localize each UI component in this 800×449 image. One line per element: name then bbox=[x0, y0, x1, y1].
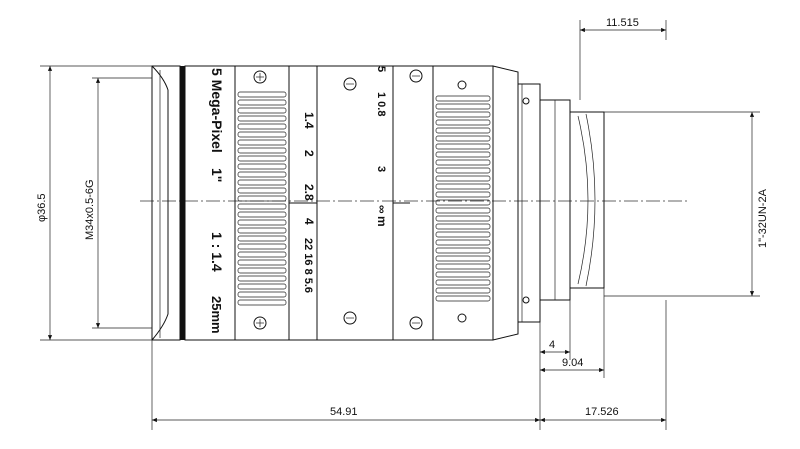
grip-ridge bbox=[237, 139, 287, 146]
grip-ridge bbox=[435, 103, 491, 110]
dim-outer-diameter: φ36.5 bbox=[36, 193, 48, 222]
grip-ridge bbox=[237, 115, 287, 122]
grip-ridge bbox=[435, 95, 491, 102]
grip-ridge bbox=[435, 143, 491, 150]
grip-ridge bbox=[237, 187, 287, 194]
grip-ridge bbox=[237, 219, 287, 226]
grip-ridge bbox=[435, 279, 491, 286]
dim-flange-length: 17.526 bbox=[585, 406, 619, 418]
screw-icons bbox=[253, 69, 530, 330]
dim-overall-length: 54.91 bbox=[330, 406, 358, 418]
dim-rear-short: 4 bbox=[549, 339, 555, 351]
lens-markings: 5 Mega-Pixel 1" 1 : 1.4 25mm 1.4 2 2.8 4… bbox=[209, 66, 389, 334]
focus-0-8: 1 0.8 bbox=[375, 92, 387, 116]
grip-ridge bbox=[435, 199, 491, 206]
grip-ridge bbox=[237, 227, 287, 234]
grip-ridge bbox=[237, 203, 287, 210]
grip-ridge bbox=[435, 127, 491, 134]
grip-ridge bbox=[435, 295, 491, 302]
fstop-2: 2 bbox=[302, 150, 316, 157]
grip-ridge bbox=[435, 175, 491, 182]
grip-ridge bbox=[237, 147, 287, 154]
grip-ridge bbox=[237, 99, 287, 106]
grip-ridge bbox=[237, 283, 287, 290]
grip-ridge bbox=[237, 259, 287, 266]
marking-aperture: 1 : 1.4 bbox=[209, 232, 225, 272]
grip-ridge bbox=[435, 207, 491, 214]
grip-ridge bbox=[237, 299, 287, 306]
grip-ridge bbox=[435, 223, 491, 230]
grip-ridge bbox=[435, 167, 491, 174]
grip-ridge bbox=[435, 151, 491, 158]
grip-ridge bbox=[435, 271, 491, 278]
grip-ridge bbox=[435, 263, 491, 270]
grip-ridge bbox=[237, 243, 287, 250]
grip-ridge bbox=[237, 291, 287, 298]
dimension-lines: φ36.5 M34x0.5-6G 11.515 1"-32UN-2A 4 9.0… bbox=[36, 17, 769, 430]
grip-ridge bbox=[435, 255, 491, 262]
grip-ridge bbox=[435, 135, 491, 142]
grip-ridges-front bbox=[237, 91, 287, 306]
grip-ridge bbox=[435, 239, 491, 246]
lens-body bbox=[151, 65, 605, 341]
grip-ridge bbox=[435, 215, 491, 222]
grip-ridge bbox=[435, 287, 491, 294]
grip-ridge bbox=[237, 267, 287, 274]
dim-top-right: 11.515 bbox=[606, 17, 639, 29]
grip-ridge bbox=[237, 107, 287, 114]
dim-rear-long: 9.04 bbox=[562, 357, 583, 369]
grip-ridge bbox=[435, 159, 491, 166]
grip-ridge bbox=[237, 155, 287, 162]
dim-rear-thread: 1"-32UN-2A bbox=[757, 188, 769, 248]
grip-ridge bbox=[237, 179, 287, 186]
grip-ridge bbox=[435, 247, 491, 254]
dim-mount-thread: M34x0.5-6G bbox=[84, 179, 96, 240]
fstop-4: 4 bbox=[302, 218, 316, 225]
grip-ridge bbox=[237, 235, 287, 242]
focus-infinity: ∞ bbox=[375, 205, 389, 214]
grip-ridge bbox=[237, 211, 287, 218]
fstop-1-4: 1.4 bbox=[302, 112, 316, 129]
grip-ridge bbox=[237, 163, 287, 170]
grip-ridge bbox=[237, 251, 287, 258]
grip-ridge bbox=[435, 191, 491, 198]
grip-ridge bbox=[435, 111, 491, 118]
grip-ridge bbox=[237, 123, 287, 130]
grip-ridge bbox=[237, 91, 287, 98]
grip-ridge bbox=[435, 119, 491, 126]
marking-focal: 25mm bbox=[209, 296, 224, 334]
grip-ridge bbox=[237, 171, 287, 178]
grip-ridge bbox=[237, 131, 287, 138]
focus-m: m bbox=[375, 216, 389, 227]
fstop-low: 22 16 8 5.6 bbox=[302, 238, 314, 293]
grip-ridge bbox=[435, 183, 491, 190]
marking-brand: 5 Mega-Pixel bbox=[209, 68, 225, 153]
grip-ridges-rear bbox=[435, 95, 491, 302]
grip-ridge bbox=[435, 231, 491, 238]
marking-format: 1" bbox=[209, 168, 225, 182]
fstop-2-8: 2.8 bbox=[302, 184, 316, 201]
focus-3: 3 bbox=[375, 166, 387, 172]
grip-ridge bbox=[237, 275, 287, 282]
grip-ridge bbox=[237, 195, 287, 202]
focus-5: 5 bbox=[375, 66, 387, 72]
